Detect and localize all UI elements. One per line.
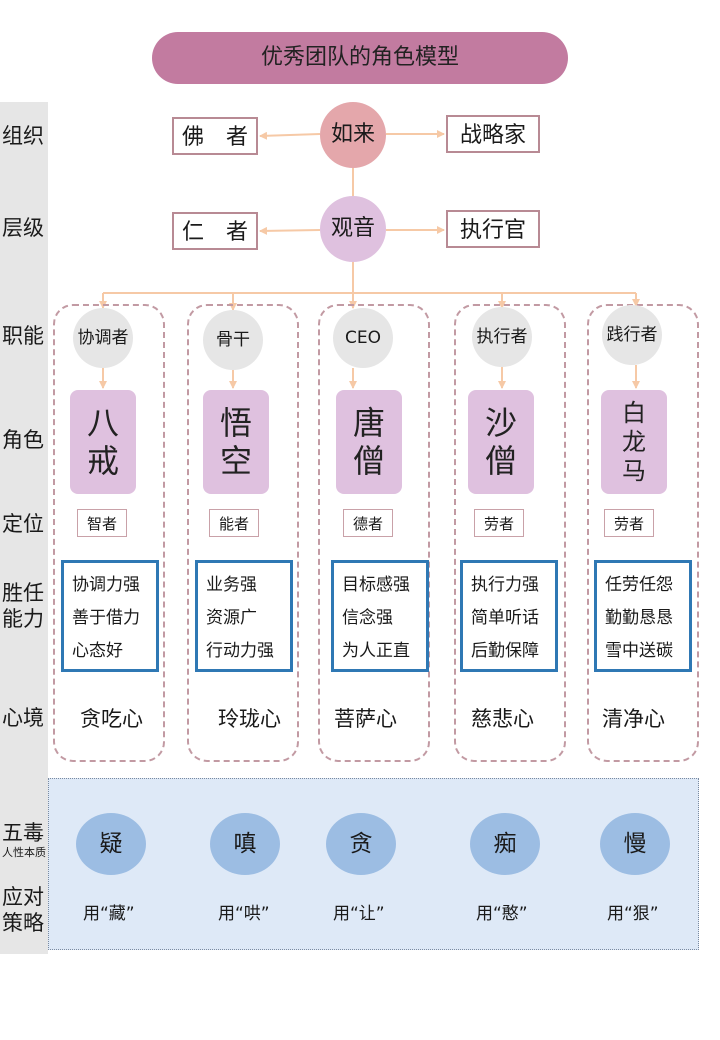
ability-box-2: 业务强 资源广 行动力强 (195, 560, 293, 672)
row-label-poison-sub: 人性本质 (2, 846, 46, 859)
role-char: 白 (622, 398, 646, 427)
position-tag-2: 能者 (209, 509, 259, 537)
role-box-2: 悟 空 (203, 390, 269, 494)
mind-text-5: 清净心 (602, 707, 665, 731)
role-box-4: 沙 僧 (468, 390, 534, 494)
row-label-org: 组织 (2, 124, 44, 148)
row-label-mind: 心境 (2, 706, 44, 730)
strategy-text-4: 用“憨” (476, 904, 528, 924)
ability-box-1: 协调力强 善于借力 心态好 (61, 560, 159, 672)
role-box-1: 八 戒 (70, 390, 136, 494)
position-tag-4: 劳者 (474, 509, 524, 537)
column-frame-5 (587, 304, 699, 762)
role-box-5: 白 龙 马 (601, 390, 667, 494)
role-char: 沙 (484, 404, 517, 442)
ability-item: 勤勤恳恳 (605, 608, 673, 628)
row-label-strategy: 应对 策略 (0, 884, 50, 936)
ability-item: 资源广 (206, 608, 257, 628)
role-char: 唐 (352, 404, 385, 442)
column-frame-3 (318, 304, 430, 762)
mind-text-1: 贪吃心 (80, 707, 143, 731)
function-node-1: 协调者 (73, 308, 133, 368)
row-label-role: 角色 (2, 428, 44, 452)
strategist-box: 战略家 (446, 115, 540, 153)
ability-item: 任劳任怨 (605, 575, 673, 595)
guanyin-node: 观音 (320, 196, 386, 262)
strategy-text-5: 用“狠” (607, 904, 659, 924)
poison-circle-1: 疑 (76, 813, 146, 875)
row-label-strategy-line2: 策略 (2, 911, 44, 935)
column-frame-1 (53, 304, 165, 762)
ability-item: 信念强 (342, 608, 393, 628)
rulai-node: 如来 (320, 102, 386, 168)
fozhe-box: 佛 者 (172, 117, 258, 155)
position-tag-5: 劳者 (604, 509, 654, 537)
diagram-title: 优秀团队的角色模型 (152, 32, 568, 84)
ability-item: 业务强 (206, 575, 257, 595)
ability-box-4: 执行力强 简单听话 后勤保障 (460, 560, 558, 672)
strategy-text-1: 用“藏” (83, 904, 135, 924)
poison-circle-3: 贪 (326, 813, 396, 875)
ability-item: 为人正直 (342, 641, 410, 661)
ability-item: 心态好 (72, 641, 123, 661)
poison-circle-2: 嗔 (210, 813, 280, 875)
role-char: 僧 (484, 442, 517, 480)
strategy-text-2: 用“哄” (218, 904, 270, 924)
ability-item: 简单听话 (471, 608, 539, 628)
row-label-level: 层级 (2, 216, 44, 240)
row-label-ability-line2: 能力 (2, 607, 44, 631)
role-char: 马 (622, 456, 646, 485)
row-label-ability-line1: 胜任 (2, 581, 44, 605)
ability-item: 执行力强 (471, 575, 539, 595)
ability-item: 行动力强 (206, 641, 274, 661)
position-tag-1: 智者 (77, 509, 127, 537)
row-label-function: 职能 (2, 324, 44, 348)
function-node-2: 骨干 (203, 310, 263, 370)
renzhe-box: 仁 者 (172, 212, 258, 250)
ability-item: 雪中送碳 (605, 641, 673, 661)
connector-guanyin-to-renzhe (259, 226, 321, 235)
row-label-poison: 五毒 人性本质 (0, 820, 50, 859)
strategy-text-3: 用“让” (333, 904, 385, 924)
row-label-strategy-line1: 应对 (2, 885, 44, 909)
column-frame-4 (454, 304, 566, 762)
function-node-5: 践行者 (602, 305, 662, 365)
role-char: 悟 (219, 404, 252, 442)
mind-text-4: 慈悲心 (471, 707, 534, 731)
role-char: 戒 (86, 442, 119, 480)
ability-item: 善于借力 (72, 608, 140, 628)
row-label-ability: 胜任 能力 (0, 580, 50, 632)
ability-item: 目标感强 (342, 575, 410, 595)
function-node-4: 执行者 (472, 307, 532, 367)
ability-item: 后勤保障 (471, 641, 539, 661)
row-label-column (0, 102, 48, 954)
row-label-position: 定位 (2, 512, 44, 536)
role-char: 空 (219, 442, 252, 480)
role-char: 龙 (622, 427, 646, 456)
role-box-3: 唐 僧 (336, 390, 402, 494)
poison-circle-5: 慢 (600, 813, 670, 875)
connector-rulai-to-fozhe (259, 131, 321, 140)
ability-item: 协调力强 (72, 575, 140, 595)
poison-circle-4: 痴 (470, 813, 540, 875)
row-label-poison-main: 五毒 (2, 821, 44, 845)
ability-box-5: 任劳任怨 勤勤恳恳 雪中送碳 (594, 560, 692, 672)
function-node-3: CEO (333, 308, 393, 368)
role-char: 八 (86, 404, 119, 442)
executive-box: 执行官 (446, 210, 540, 248)
column-frame-2 (187, 304, 299, 762)
mind-text-2: 玲珑心 (218, 707, 281, 731)
mind-text-3: 菩萨心 (334, 707, 397, 731)
position-tag-3: 德者 (343, 509, 393, 537)
ability-box-3: 目标感强 信念强 为人正直 (331, 560, 429, 672)
role-char: 僧 (352, 442, 385, 480)
